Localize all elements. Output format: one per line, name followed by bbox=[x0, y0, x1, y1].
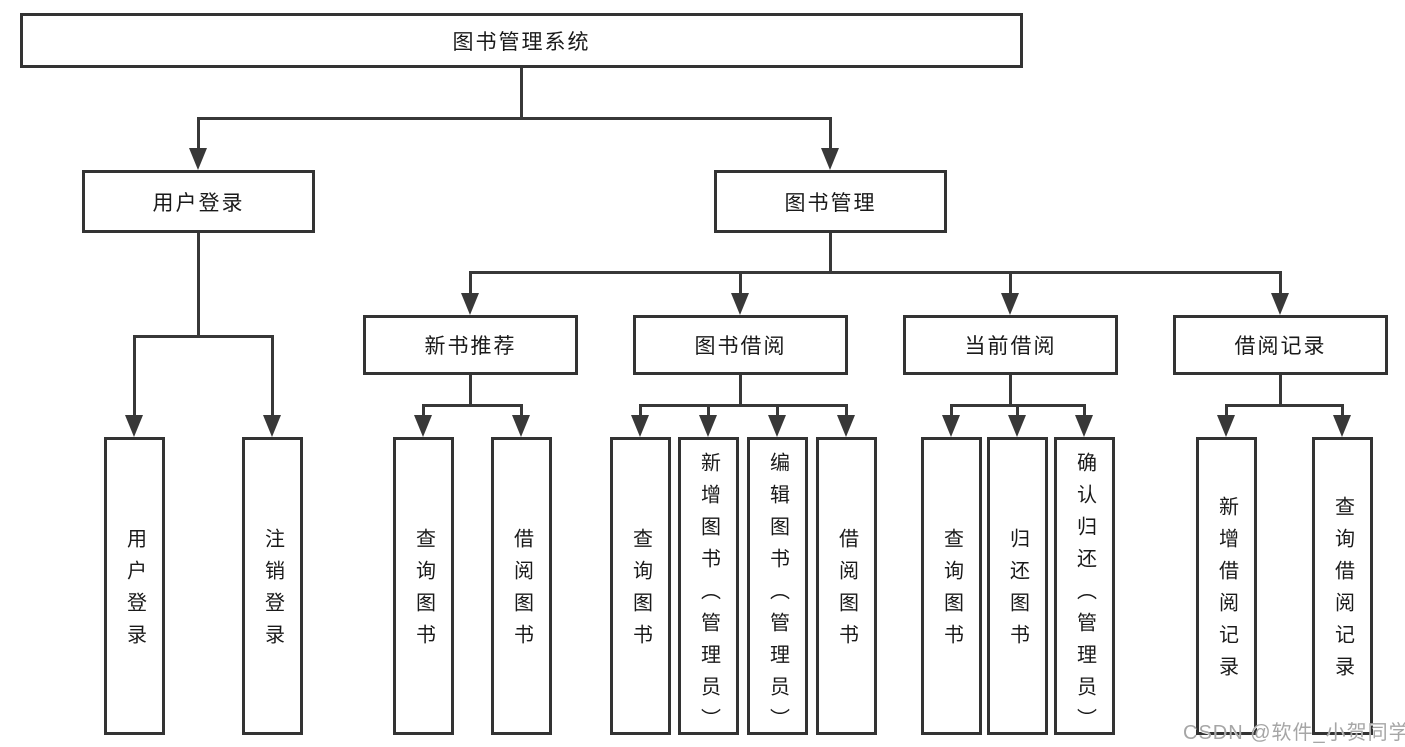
arrowhead-down-g4-2 bbox=[1008, 415, 1026, 437]
leaf-logout: 注销登录 bbox=[242, 437, 303, 735]
leaf-user-login: 用户登录 bbox=[104, 437, 165, 735]
connector-branch-level3 bbox=[469, 271, 1282, 274]
connector-shaft-g2-2 bbox=[520, 404, 523, 417]
node-library-management-system: 图书管理系统 bbox=[20, 13, 1023, 68]
arrowhead-down-g4-3 bbox=[1075, 415, 1093, 437]
arrowhead-down-book-management bbox=[821, 148, 839, 170]
node-current-borrowing: 当前借阅 bbox=[903, 315, 1118, 375]
connector-current-borrow-stem bbox=[1009, 375, 1012, 407]
arrowhead-down-g3-1 bbox=[631, 415, 649, 437]
arrowhead-down-user-login bbox=[189, 148, 207, 170]
connector-shaft-g4-2 bbox=[1016, 404, 1019, 417]
arrowhead-down-g5-2 bbox=[1333, 415, 1351, 437]
arrowhead-down-borrow-records bbox=[1271, 293, 1289, 315]
arrowhead-down-g3-3 bbox=[768, 415, 786, 437]
leaf-borrow-books: 借阅图书 bbox=[816, 437, 877, 735]
leaf-edit-book-admin: 编辑图书（管理员） bbox=[747, 437, 808, 740]
connector-shaft-leaf-user-login bbox=[133, 335, 136, 417]
arrowhead-down-leaf-user-login bbox=[125, 415, 143, 437]
connector-shaft-leaf-logout bbox=[271, 335, 274, 417]
node-book-management: 图书管理 bbox=[714, 170, 947, 233]
connector-book-management-stem bbox=[829, 233, 832, 274]
connector-branch-user-login bbox=[133, 335, 274, 338]
connector-shaft-book-management bbox=[829, 117, 832, 150]
leaf-borrow-books-recommend: 借阅图书 bbox=[491, 437, 552, 735]
arrowhead-down-new-book bbox=[461, 293, 479, 315]
arrowhead-down-g4-1 bbox=[942, 415, 960, 437]
leaf-query-books-recommend: 查询图书 bbox=[393, 437, 454, 735]
arrowhead-down-g5-1 bbox=[1217, 415, 1235, 437]
connector-branch-borrow-records bbox=[1225, 404, 1344, 407]
connector-shaft-g5-1 bbox=[1225, 404, 1228, 417]
arrowhead-down-g3-4 bbox=[837, 415, 855, 437]
node-new-book-recommendation: 新书推荐 bbox=[363, 315, 578, 375]
leaf-query-books-borrow: 查询图书 bbox=[610, 437, 671, 735]
connector-shaft-new-book bbox=[469, 271, 472, 295]
node-book-borrowing: 图书借阅 bbox=[633, 315, 848, 375]
connector-shaft-g4-3 bbox=[1083, 404, 1086, 417]
connector-borrow-records-stem bbox=[1279, 375, 1282, 407]
connector-shaft-g4-1 bbox=[950, 404, 953, 417]
connector-branch-book-borrow bbox=[639, 404, 848, 407]
node-user-login: 用户登录 bbox=[82, 170, 315, 233]
arrowhead-down-g2-2 bbox=[512, 415, 530, 437]
leaf-add-borrow-record: 新增借阅记录 bbox=[1196, 437, 1257, 735]
connector-shaft-current-borrow bbox=[1009, 271, 1012, 295]
arrowhead-down-g3-2 bbox=[699, 415, 717, 437]
leaf-confirm-return-admin: 确认归还（管理员） bbox=[1054, 437, 1115, 740]
arrowhead-down-current-borrow bbox=[1001, 293, 1019, 315]
leaf-query-books-current: 查询图书 bbox=[921, 437, 982, 735]
connector-shaft-g3-2 bbox=[707, 404, 710, 417]
connector-shaft-g2-1 bbox=[422, 404, 425, 417]
connector-shaft-g5-2 bbox=[1341, 404, 1344, 417]
connector-new-book-stem bbox=[469, 375, 472, 407]
connector-shaft-borrow-records bbox=[1279, 271, 1282, 295]
arrowhead-down-g2-1 bbox=[414, 415, 432, 437]
connector-branch-new-book bbox=[422, 404, 523, 407]
leaf-query-borrow-record: 查询借阅记录 bbox=[1312, 437, 1373, 735]
watermark: CSDN @软件_小贺同学 bbox=[1183, 722, 1405, 744]
connector-user-login-stem bbox=[197, 233, 200, 336]
connector-branch-level2 bbox=[197, 117, 832, 120]
arrowhead-down-book-borrow bbox=[731, 293, 749, 315]
connector-book-borrow-stem bbox=[739, 375, 742, 407]
connector-shaft-g3-1 bbox=[639, 404, 642, 417]
connector-root-stem bbox=[520, 68, 523, 118]
leaf-add-book-admin: 新增图书（管理员） bbox=[678, 437, 739, 740]
connector-shaft-g3-3 bbox=[776, 404, 779, 417]
arrowhead-down-leaf-logout bbox=[263, 415, 281, 437]
connector-shaft-book-borrow bbox=[739, 271, 742, 295]
node-borrowing-records: 借阅记录 bbox=[1173, 315, 1388, 375]
connector-shaft-user-login bbox=[197, 117, 200, 150]
leaf-return-books: 归还图书 bbox=[987, 437, 1048, 735]
connector-shaft-g3-4 bbox=[845, 404, 848, 417]
